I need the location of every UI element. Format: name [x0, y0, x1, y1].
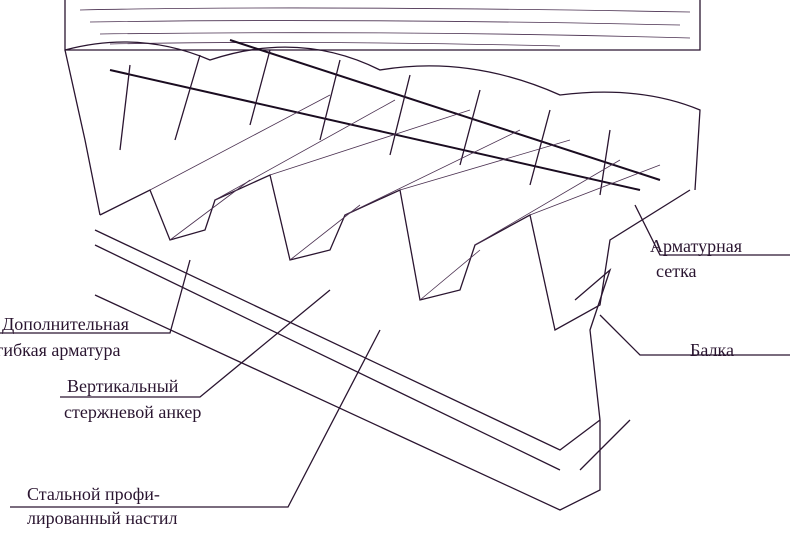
label-anchor-2: стержневой анкер	[64, 402, 202, 422]
label-anchor-1: Вертикальный	[67, 376, 179, 396]
leader-anchor	[60, 289, 331, 398]
concrete-slab	[64, 0, 701, 216]
label-extra-rebar-1: Дополнительная	[2, 314, 129, 334]
leader-extra-rebar	[0, 259, 191, 334]
label-extra-rebar-2: гибкая арматура	[0, 340, 121, 360]
leader-lines	[0, 204, 790, 508]
leader-deck	[10, 329, 381, 508]
label-deck-2: лированный настил	[27, 508, 178, 528]
steel-beam	[94, 229, 631, 511]
leader-beam	[599, 314, 790, 356]
rebar-mesh	[109, 39, 661, 196]
label-mesh-2: сетка	[656, 261, 697, 281]
label-mesh-1: Арматурная	[650, 236, 743, 256]
label-deck-1: Стальной профи-	[27, 484, 160, 504]
leader-mesh	[634, 204, 790, 256]
label-beam: Балка	[690, 340, 734, 360]
profiled-steel-deck	[99, 94, 691, 331]
